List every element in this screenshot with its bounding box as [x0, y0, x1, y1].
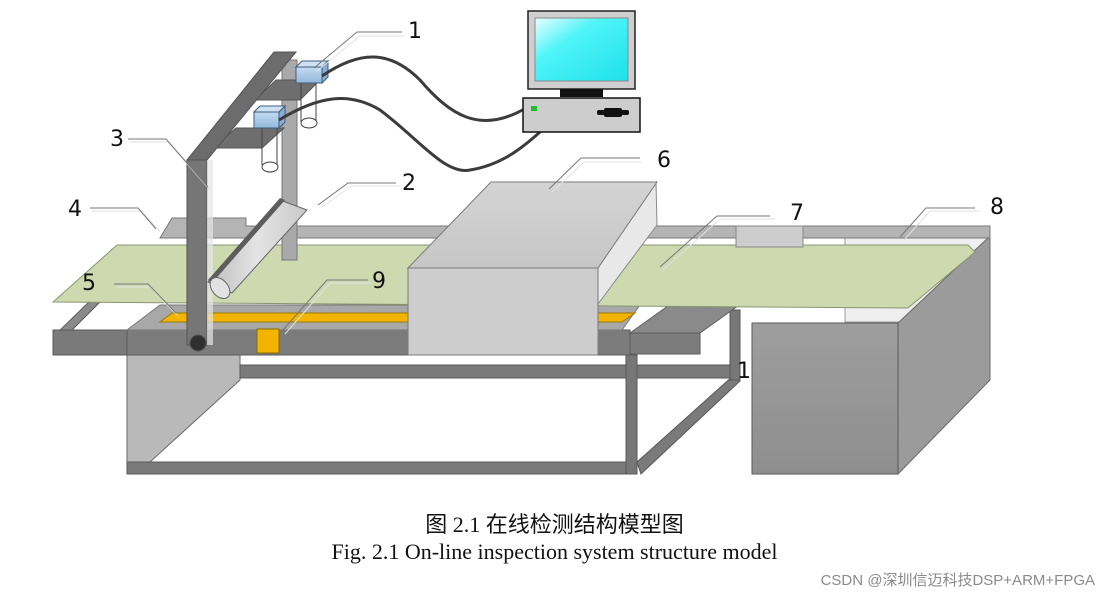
cable-upper	[321, 55, 527, 123]
camera-upper	[294, 59, 330, 129]
frame-front-rail-right	[629, 332, 701, 355]
callout-8: 8	[990, 195, 1004, 220]
disk-drive-slot-center	[604, 108, 622, 117]
callout-2: 2	[402, 171, 416, 196]
cable-lower	[278, 97, 542, 172]
support-frame	[126, 309, 741, 475]
bottom-rail	[126, 461, 638, 475]
bracket-front-post	[186, 159, 208, 346]
bracket-pivot	[189, 334, 207, 352]
callout-1: 1	[408, 19, 422, 44]
callout-7: 7	[790, 201, 804, 226]
position-sensor	[256, 328, 280, 354]
callout-5: 5	[82, 271, 96, 296]
front-leg	[625, 354, 638, 475]
enclosure-box-front	[407, 267, 599, 356]
frame-front-rail-left	[52, 329, 131, 356]
callout-1-frame: 1	[737, 359, 751, 384]
light-source-edge	[208, 198, 285, 283]
figure-caption-english: Fig. 2.1 On-line inspection system struc…	[331, 539, 778, 564]
camera-upper-lens	[300, 117, 318, 129]
callout-3: 3	[110, 127, 124, 152]
camera-bracket	[185, 51, 322, 352]
watermark: CSDN @深圳信迈科技DSP+ARM+FPGA	[820, 572, 1095, 589]
callout-9: 9	[372, 269, 386, 294]
left-leg-panel	[126, 354, 241, 463]
reject-box	[735, 225, 804, 248]
enclosure-box	[406, 180, 658, 356]
monitor-screen	[534, 17, 629, 82]
monitor-stand	[560, 89, 603, 97]
camera-lower-body	[253, 111, 280, 129]
camera-upper-body	[295, 66, 323, 84]
figure-caption-chinese: 图 2.1 在线检测结构模型图	[425, 512, 684, 537]
middle-rail	[239, 364, 741, 379]
camera-lower-lens	[261, 161, 279, 173]
callout-6: 6	[657, 148, 671, 173]
leader-lines	[90, 31, 980, 335]
light-source-end	[209, 276, 231, 300]
power-led	[531, 106, 537, 111]
frame-right-end	[628, 302, 744, 334]
back-leg	[729, 309, 741, 381]
light-source	[207, 198, 308, 300]
sorting-box-front	[751, 322, 899, 475]
diagonal-brace	[636, 374, 741, 475]
bracket-front-post-edge	[207, 160, 213, 345]
computer	[522, 10, 641, 133]
callout-4: 4	[68, 197, 82, 222]
